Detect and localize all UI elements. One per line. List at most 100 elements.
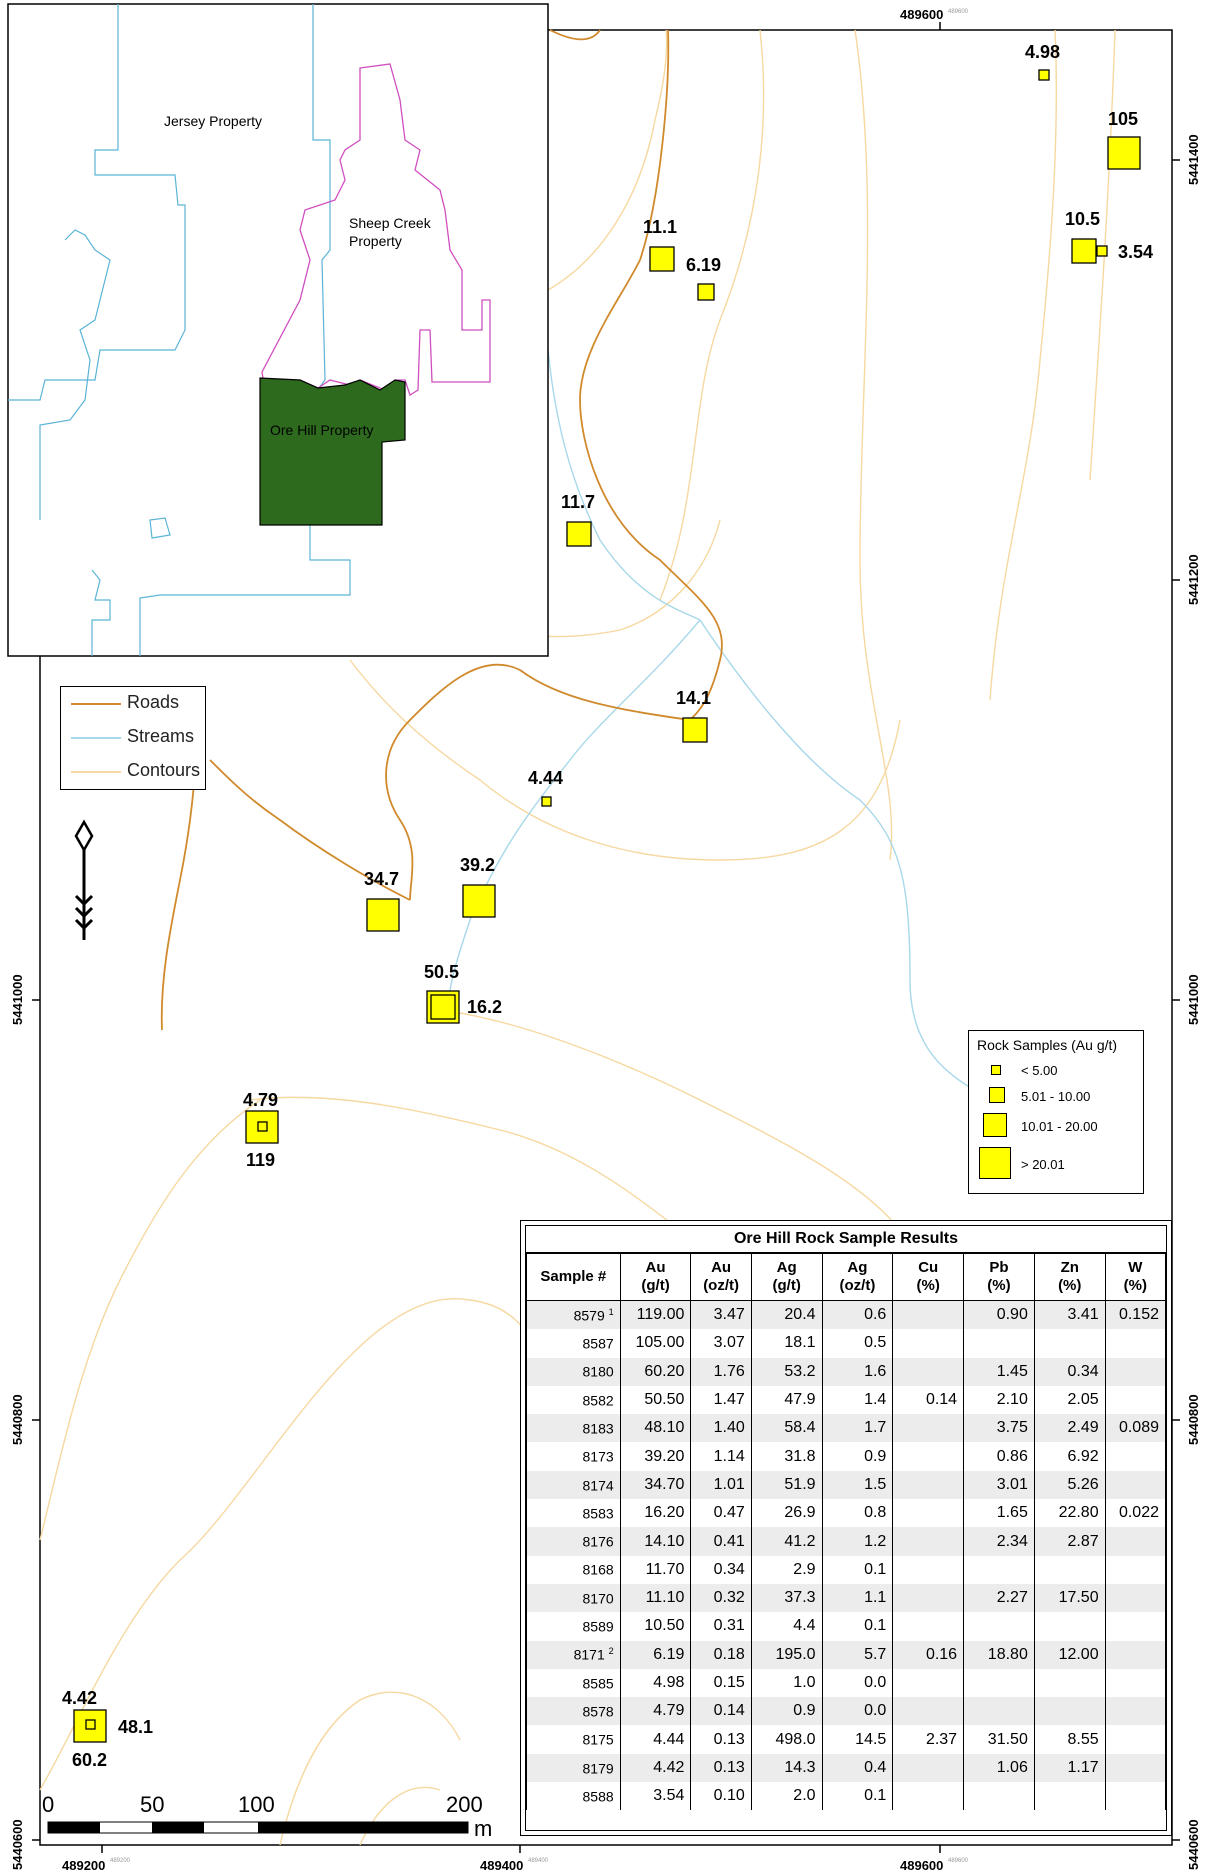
value-cell-pb <box>963 1555 1035 1584</box>
value-cell-au-gt: 11.70 <box>619 1555 692 1584</box>
value-cell-pb: 2.34 <box>963 1527 1035 1556</box>
value-cell-au-gt: 4.98 <box>619 1668 692 1698</box>
value-cell-ag-ozt: 0.9 <box>821 1442 894 1471</box>
sample-marker <box>462 884 496 918</box>
value-cell-cu <box>892 1612 965 1641</box>
value-cell-ag-gt: 26.9 <box>750 1499 823 1528</box>
sample-value-label: 3.54 <box>1118 242 1153 262</box>
column-header-line1: Pb <box>989 1259 1009 1276</box>
results-table-panel: Ore Hill Rock Sample Results Sample #Au(… <box>520 1220 1172 1836</box>
sample-symbol-icon <box>983 1113 1007 1137</box>
sample-value-label: 48.1 <box>118 1717 153 1737</box>
value-cell-au-ozt: 3.47 <box>690 1300 752 1330</box>
jersey-property-label: Jersey Property <box>164 113 262 129</box>
value-cell-ag-gt: 41.2 <box>750 1527 823 1556</box>
column-header: Au(oz/t) <box>690 1253 752 1301</box>
value-cell-au-ozt: 1.47 <box>690 1385 752 1415</box>
column-header-line2: (oz/t) <box>703 1277 740 1294</box>
sheep-creek-label-line1: Sheep Creek <box>349 215 432 231</box>
sample-marker <box>541 796 552 807</box>
sample-id: 8179 <box>582 1760 614 1777</box>
sample-id-cell: 8587 <box>526 1329 621 1358</box>
value-cell-pb <box>963 1697 1035 1726</box>
sample-id: 8582 <box>582 1392 614 1409</box>
sample-value-label: 4.42 <box>62 1688 97 1708</box>
sample-id: 8588 <box>582 1788 614 1805</box>
ore-hill-property-label: Ore Hill Property <box>270 422 373 438</box>
sample-id: 8180 <box>582 1364 614 1381</box>
value-cell-cu <box>892 1668 965 1698</box>
value-cell-au-gt: 48.10 <box>619 1414 692 1443</box>
value-cell-ag-gt: 2.9 <box>750 1555 823 1584</box>
scale-tick-label: 200 <box>446 1792 483 1817</box>
sample-marker <box>649 246 675 272</box>
bottom-easting-small-label: 489200 <box>110 1858 131 1864</box>
column-header-line1: W <box>1128 1259 1143 1276</box>
value-cell-ag-ozt: 1.2 <box>821 1527 894 1556</box>
value-cell-au-gt: 3.54 <box>619 1782 692 1811</box>
sample-marker <box>1096 245 1108 257</box>
left-northing-label: 5440800 <box>10 1394 25 1445</box>
sample-marker <box>257 1121 268 1132</box>
column-header-line2: (%) <box>916 1277 940 1294</box>
rock-samples-class-label: 10.01 - 20.00 <box>1021 1119 1098 1134</box>
sample-marker <box>1107 136 1141 170</box>
right-northing-label: 5440600 <box>1186 1819 1201 1870</box>
right-northing-label: 5441200 <box>1186 554 1201 605</box>
sample-marker <box>697 283 715 301</box>
value-cell-ag-gt: 14.3 <box>750 1753 823 1783</box>
column-header: Ag(g/t) <box>750 1253 823 1301</box>
column-header: Zn(%) <box>1033 1253 1106 1301</box>
value-cell-pb: 2.10 <box>963 1385 1035 1415</box>
value-cell-zn: 0.34 <box>1033 1357 1106 1386</box>
value-cell-cu <box>892 1527 965 1556</box>
value-cell-ag-gt: 37.3 <box>750 1583 823 1613</box>
column-header: Cu(%) <box>892 1253 965 1301</box>
value-cell-zn: 12.00 <box>1033 1640 1106 1669</box>
sample-id: 8183 <box>582 1420 614 1437</box>
value-cell-w: 0.022 <box>1104 1499 1167 1528</box>
sample-id-cell: 8168 <box>526 1555 621 1584</box>
value-cell-w <box>1104 1583 1167 1613</box>
value-cell-pb: 3.75 <box>963 1414 1035 1443</box>
value-cell-cu <box>892 1753 965 1783</box>
legend-item-streams: Streams <box>61 723 205 753</box>
sample-markers <box>73 69 1141 1743</box>
value-cell-au-ozt: 0.14 <box>690 1697 752 1726</box>
rock-samples-class-label: > 20.01 <box>1021 1157 1065 1172</box>
road-lines <box>160 29 723 1031</box>
value-cell-zn: 3.41 <box>1033 1300 1106 1330</box>
value-cell-pb: 31.50 <box>963 1725 1035 1754</box>
value-cell-ag-ozt: 1.1 <box>821 1583 894 1613</box>
value-cell-au-ozt: 0.34 <box>690 1555 752 1584</box>
legend-item-contours: Contours <box>61 757 205 787</box>
value-cell-w <box>1104 1640 1167 1669</box>
value-cell-ag-ozt: 0.8 <box>821 1499 894 1528</box>
value-cell-w <box>1104 1470 1167 1500</box>
value-cell-pb: 1.45 <box>963 1357 1035 1386</box>
column-header-line1: Au <box>645 1259 666 1276</box>
rock-samples-class-label: < 5.00 <box>1021 1063 1058 1078</box>
column-header-line2: (g/t) <box>772 1277 801 1294</box>
sample-id: 8175 <box>582 1731 614 1748</box>
scale-tick-label: 100 <box>238 1792 275 1817</box>
sample-value-label: 4.98 <box>1025 42 1060 62</box>
sample-marker <box>85 1719 96 1730</box>
table-header-row: Sample #Au(g/t)Au(oz/t)Ag(g/t)Ag(oz/t)Cu… <box>526 1253 1167 1301</box>
column-header: Au(g/t) <box>619 1253 692 1301</box>
value-cell-pb <box>963 1329 1035 1358</box>
column-header-line2: (%) <box>1058 1277 1082 1294</box>
value-cell-au-ozt: 1.40 <box>690 1414 752 1443</box>
value-cell-ag-gt: 498.0 <box>750 1725 823 1754</box>
value-cell-au-ozt: 1.76 <box>690 1357 752 1386</box>
value-cell-ag-gt: 4.4 <box>750 1612 823 1641</box>
sample-id: 8589 <box>582 1618 614 1635</box>
value-cell-au-ozt: 0.15 <box>690 1668 752 1698</box>
value-cell-ag-ozt: 1.5 <box>821 1470 894 1500</box>
